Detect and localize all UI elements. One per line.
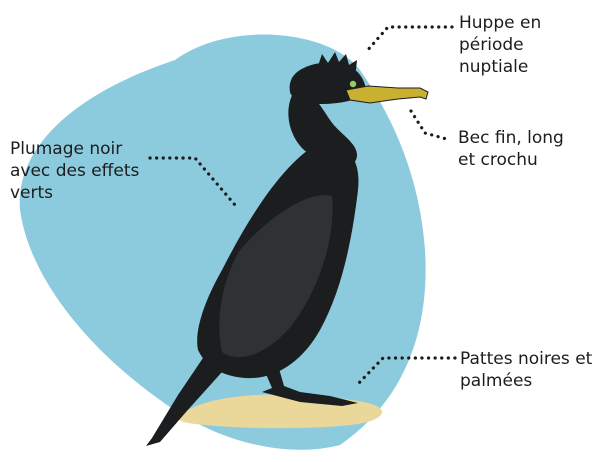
beak-line-2: et crochu: [458, 149, 564, 171]
crest-leader: [366, 27, 452, 52]
feet-line-2: palmées: [460, 370, 592, 392]
plumage-line-1: Plumage noir: [10, 138, 139, 160]
crest-line-3: nuptiale: [459, 56, 541, 78]
beak-annotation: Bec fin, long et crochu: [458, 127, 564, 171]
beak-line-1: Bec fin, long: [458, 127, 564, 149]
bird-eye: [350, 81, 356, 87]
feet-line-1: Pattes noires et: [460, 348, 592, 370]
crest-line-2: période: [459, 34, 541, 56]
plumage-line-3: verts: [10, 182, 139, 204]
crest-annotation: Huppe en période nuptiale: [459, 12, 541, 78]
beak-leader: [411, 111, 450, 140]
bird-beak: [346, 86, 428, 103]
feet-annotation: Pattes noires et palmées: [460, 348, 592, 392]
crest-line-1: Huppe en: [459, 12, 541, 34]
plumage-annotation: Plumage noir avec des effets verts: [10, 138, 139, 204]
plumage-line-2: avec des effets: [10, 160, 139, 182]
